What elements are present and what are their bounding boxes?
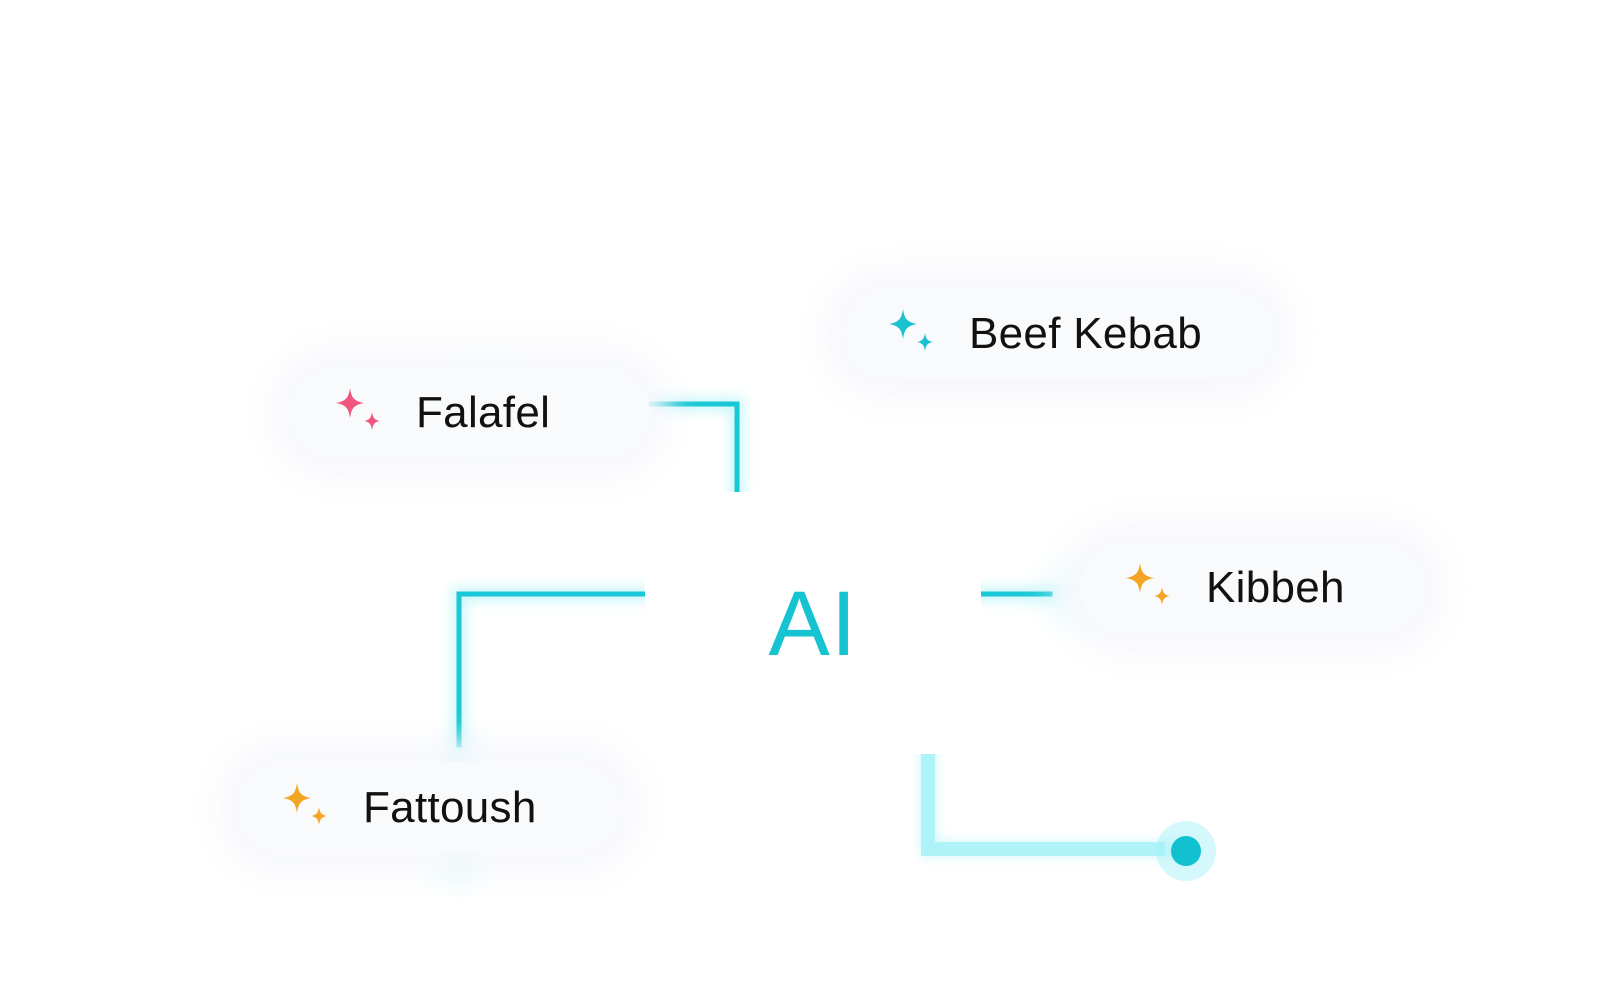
node-label: Beef Kebab [969, 309, 1202, 358]
connector-fattoush [456, 591, 648, 748]
connector-lines-core [456, 401, 1053, 748]
hub-label: AI [768, 572, 858, 675]
node-fattoush: Fattoush [237, 762, 622, 854]
connector-output-glow [921, 747, 1187, 856]
node-kibbeh: Kibbeh [1080, 542, 1425, 634]
sparkle-icon [336, 388, 380, 430]
node-label: Fattoush [363, 783, 537, 832]
sparkle-icon [283, 783, 327, 825]
node-falafel: Falafel [290, 367, 650, 459]
connector-output [921, 754, 1165, 856]
connector-falafel-glow [633, 397, 744, 499]
ai-hub: AI [645, 492, 981, 754]
endpoint-dot [1171, 836, 1201, 866]
sparkle-icon [1126, 563, 1170, 605]
connector-falafel [647, 401, 740, 495]
connector-fattoush-glow [452, 587, 652, 769]
node-beef-kebab: Beef Kebab [843, 288, 1273, 380]
node-label: Kibbeh [1206, 563, 1345, 612]
sparkle-icon [889, 309, 933, 351]
node-label: Falafel [416, 388, 551, 437]
